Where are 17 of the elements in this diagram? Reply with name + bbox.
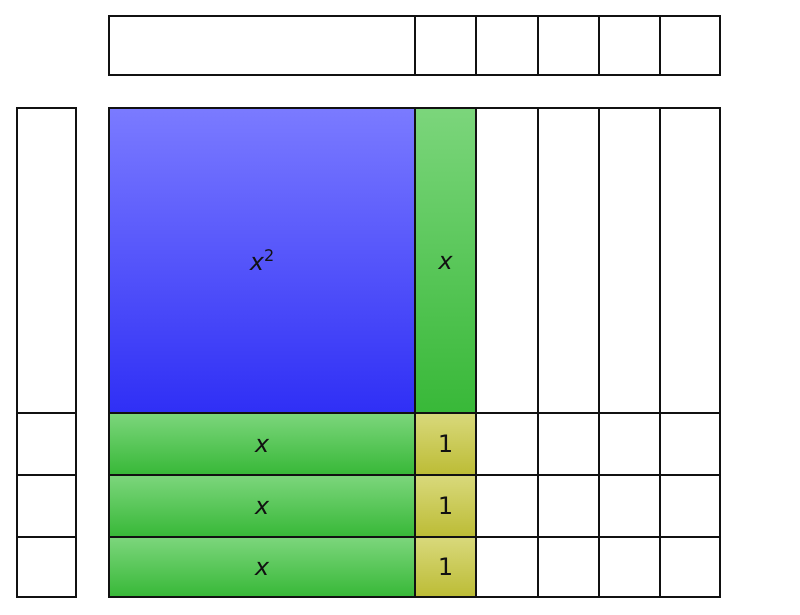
term-label: x xyxy=(254,432,270,456)
number-label: 1 xyxy=(438,494,454,518)
term-label: x xyxy=(438,248,453,272)
unit-tile xyxy=(415,413,476,475)
number-label: 1 xyxy=(438,555,454,579)
number-label: 1 xyxy=(438,432,454,456)
x-tile xyxy=(108,475,415,537)
x-tile xyxy=(415,107,476,413)
x-tile xyxy=(108,537,415,598)
unit-tile xyxy=(415,475,476,537)
x-tile xyxy=(108,413,415,475)
term-label: x$^{2}$ xyxy=(250,248,274,274)
x-squared-tile xyxy=(108,107,415,413)
empty-tile xyxy=(16,537,77,598)
term-label: x xyxy=(254,555,270,579)
unit-tile xyxy=(415,537,476,598)
term-label: x xyxy=(254,494,270,518)
